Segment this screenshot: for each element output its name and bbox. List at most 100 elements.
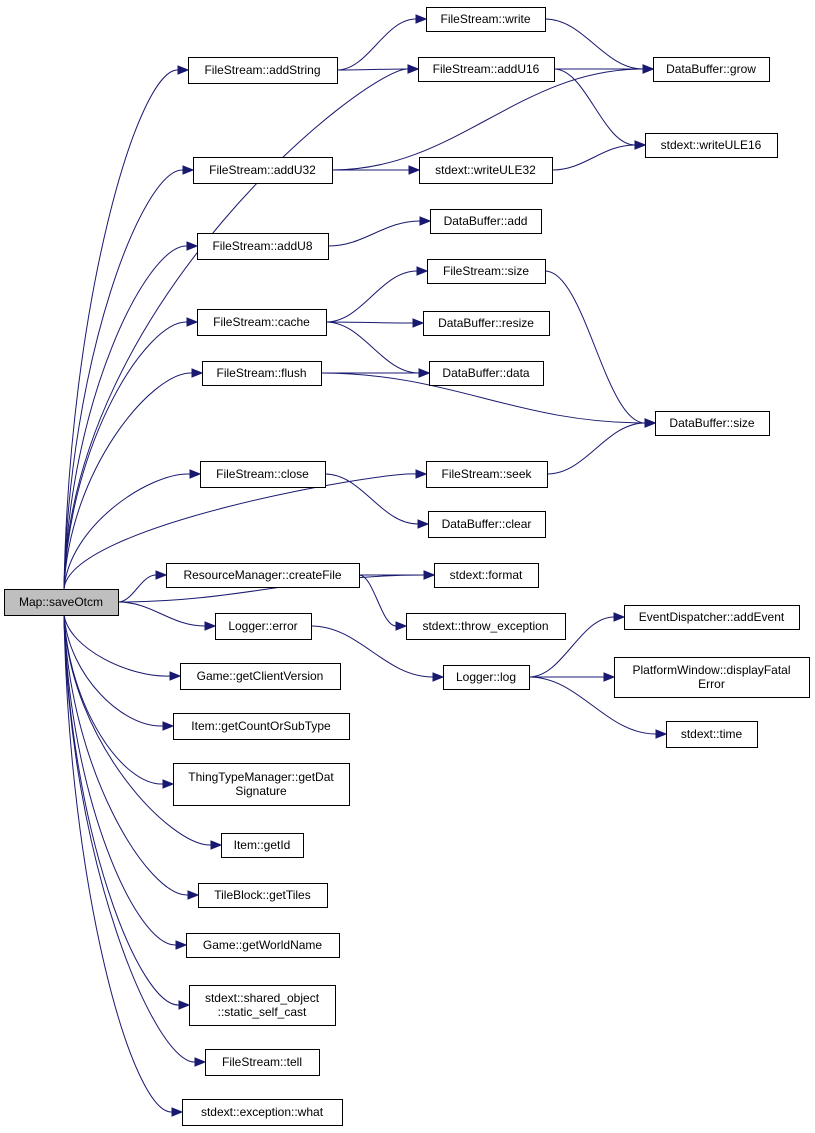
edge-fs_size-to-db_size [544, 270, 646, 424]
node-box [198, 883, 328, 908]
node-box [205, 1049, 320, 1076]
node-db_add[interactable]: DataBuffer::add [430, 209, 542, 234]
node-box [188, 57, 338, 84]
edge-map_saveotcm-to-fs_addu32 [63, 169, 184, 590]
node-sx_time[interactable]: stdext::time [666, 721, 758, 748]
node-label: stdext::exception::what [201, 1105, 324, 1119]
edge-fs_close-to-db_clear [324, 473, 419, 525]
node-label: FileStream::seek [441, 467, 532, 481]
node-it_getid[interactable]: Item::getId [221, 833, 304, 858]
node-box [426, 461, 548, 488]
arrowhead-map_saveotcm-to-tb_gettiles [187, 890, 200, 900]
node-rm_createfile[interactable]: ResourceManager::createFile [166, 563, 360, 588]
node-label: DataBuffer::add [444, 214, 528, 228]
node-label: stdext::writeULE32 [435, 163, 536, 177]
node-ed_addevent[interactable]: EventDispatcher::addEvent [624, 605, 800, 630]
node-lg_error[interactable]: Logger::error [215, 613, 312, 640]
arrowhead-fs_seek-to-db_size [644, 418, 657, 428]
edge-map_saveotcm-to-fs_flush [63, 372, 193, 590]
node-box [434, 563, 539, 588]
node-box [443, 665, 530, 690]
arrowhead-fs_addu32-to-db_grow [642, 64, 655, 74]
arrowhead-map_saveotcm-to-sx_sharedobj [178, 1000, 191, 1010]
arrowhead-rm_createfile-to-sx_format [423, 570, 436, 580]
node-box [429, 361, 544, 386]
node-tb_gettiles[interactable]: TileBlock::getTiles [198, 883, 328, 908]
node-box [653, 57, 770, 82]
node-box [614, 657, 810, 698]
node-fs_flush[interactable]: FileStream::flush [202, 361, 322, 386]
edge-rm_createfile-to-sx_throw [358, 574, 397, 627]
node-fs_cache[interactable]: FileStream::cache [197, 309, 327, 336]
node-box [186, 933, 340, 958]
node-label: FileStream::addString [204, 63, 320, 77]
arrowhead-lg_log-to-pw_fatal [603, 672, 616, 682]
node-label: FileStream::addU16 [433, 62, 540, 76]
node-sx_throw[interactable]: stdext::throw_exception [406, 613, 566, 640]
node-label: PlatformWindow::displayFatal [632, 663, 790, 677]
arrowhead-fs_flush-to-db_data [418, 368, 431, 378]
edge-fs_addu32-to-db_grow [331, 68, 644, 171]
node-label: TileBlock::getTiles [214, 888, 310, 902]
node-fs_seek[interactable]: FileStream::seek [426, 461, 548, 488]
node-label: DataBuffer::resize [438, 316, 534, 330]
node-label: FileStream::addU32 [209, 163, 316, 177]
node-fs_write[interactable]: FileStream::write [426, 7, 546, 32]
node-box [215, 613, 312, 640]
node-label: Map::saveOtcm [19, 595, 103, 609]
edge-fs_seek-to-db_size [546, 422, 646, 475]
arrowhead-rm_createfile-to-sx_throw [395, 621, 408, 631]
node-box [624, 605, 800, 630]
node-sx_sharedobj[interactable]: stdext::shared_object::static_self_cast [189, 985, 336, 1026]
node-db_grow[interactable]: DataBuffer::grow [653, 57, 770, 82]
node-fs_addu16[interactable]: FileStream::addU16 [418, 57, 555, 82]
node-db_data[interactable]: DataBuffer::data [429, 361, 544, 386]
node-box [406, 613, 566, 640]
call-edges [63, 14, 668, 1117]
node-box [666, 721, 758, 748]
node-sx_writeule32[interactable]: stdext::writeULE32 [419, 157, 553, 184]
node-box [200, 461, 326, 488]
node-sx_writeule16[interactable]: stdext::writeULE16 [645, 133, 778, 158]
node-box [419, 157, 553, 184]
node-fs_addu8[interactable]: FileStream::addU8 [197, 233, 329, 260]
call-nodes: Map::saveOtcmFileStream::addStringFileSt… [4, 7, 810, 1126]
node-fs_size[interactable]: FileStream::size [427, 259, 546, 284]
node-box [423, 311, 550, 336]
node-label: EventDispatcher::addEvent [639, 610, 785, 624]
edge-fs_addstring-to-fs_addu16 [336, 68, 409, 71]
node-fs_tell[interactable]: FileStream::tell [205, 1049, 320, 1076]
node-sx_format[interactable]: stdext::format [434, 563, 539, 588]
node-label: FileStream::close [216, 467, 309, 481]
node-gm_clientver[interactable]: Game::getClientVersion [180, 663, 341, 690]
node-label: Game::getWorldName [203, 938, 322, 952]
node-label: FileStream::size [443, 264, 529, 278]
node-fs_addu32[interactable]: FileStream::addU32 [193, 157, 333, 184]
node-label: DataBuffer::size [669, 416, 754, 430]
node-label: stdext::shared_object [205, 991, 320, 1005]
node-box [180, 663, 341, 690]
node-sx_excwhat[interactable]: stdext::exception::what [182, 1099, 343, 1126]
node-label: stdext::throw_exception [422, 619, 548, 633]
node-db_resize[interactable]: DataBuffer::resize [423, 311, 550, 336]
node-gm_worldname[interactable]: Game::getWorldName [186, 933, 340, 958]
node-map_saveotcm[interactable]: Map::saveOtcm [4, 589, 119, 616]
arrowhead-map_saveotcm-to-gm_worldname [175, 940, 188, 950]
edge-map_saveotcm-to-it_count [63, 614, 164, 727]
node-fs_addstring[interactable]: FileStream::addString [188, 57, 338, 84]
arrowhead-map_saveotcm-to-it_count [162, 721, 175, 731]
node-db_size[interactable]: DataBuffer::size [655, 411, 770, 436]
edge-map_saveotcm-to-fs_addu16 [63, 68, 409, 590]
node-it_count[interactable]: Item::getCountOrSubType [173, 713, 350, 740]
edge-fs_addu8-to-db_add [327, 220, 421, 247]
edge-lg_log-to-ed_addevent [528, 616, 615, 678]
node-fs_close[interactable]: FileStream::close [200, 461, 326, 488]
node-db_clear[interactable]: DataBuffer::clear [428, 511, 546, 538]
edge-map_saveotcm-to-lg_error [117, 601, 206, 627]
edge-fs_flush-to-db_size [320, 372, 646, 424]
edge-map_saveotcm-to-rm_createfile [117, 574, 157, 603]
node-lg_log[interactable]: Logger::log [443, 665, 530, 690]
